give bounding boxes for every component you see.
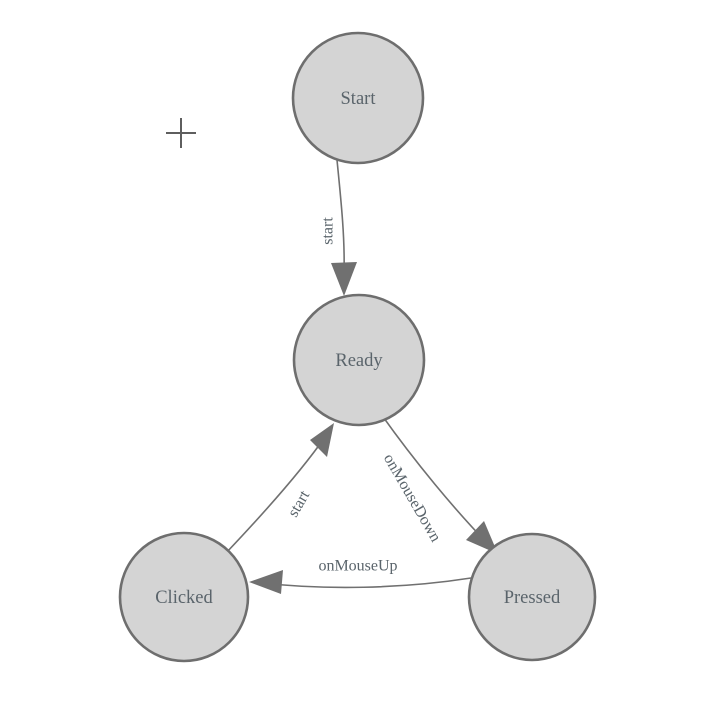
edge-line-start-to-ready (336, 159, 345, 273)
node-pressed-label: Pressed (504, 588, 561, 608)
edge-line-pressed-to-clicked (261, 577, 472, 589)
node-ready-label: Ready (335, 351, 383, 371)
arrowhead-into-ready-from-start (331, 262, 357, 296)
node-clicked-label: Clicked (155, 588, 213, 608)
node-start[interactable]: Start (291, 31, 425, 165)
node-pressed-circle[interactable] (467, 532, 597, 662)
edge-label-ready-to-pressed: onMouseDown (380, 451, 444, 545)
arrowhead-into-clicked (249, 570, 283, 594)
edge-clicked-to-ready[interactable]: start (225, 423, 334, 554)
arrowhead-into-ready-from-clicked (310, 423, 334, 457)
edge-ready-to-pressed[interactable]: onMouseDown (380, 413, 498, 554)
arrowhead-into-pressed (466, 521, 498, 554)
node-start-label: Start (341, 89, 377, 109)
node-clicked-circle[interactable] (118, 531, 250, 663)
node-ready-circle[interactable] (292, 293, 426, 427)
edge-label-start-to-ready: start (320, 217, 337, 245)
edge-label-pressed-to-clicked: onMouseUp (318, 558, 397, 575)
node-ready[interactable]: Ready (292, 293, 426, 427)
edge-line-clicked-to-ready (225, 436, 326, 554)
edge-start-to-ready[interactable]: start (320, 159, 358, 296)
node-start-circle[interactable] (291, 31, 425, 165)
crosshair-icon (166, 118, 196, 148)
node-pressed[interactable]: Pressed (467, 532, 597, 662)
node-clicked[interactable]: Clicked (118, 531, 250, 663)
edge-label-clicked-to-ready: start (285, 487, 314, 520)
edge-pressed-to-clicked[interactable]: onMouseUp (249, 558, 472, 595)
